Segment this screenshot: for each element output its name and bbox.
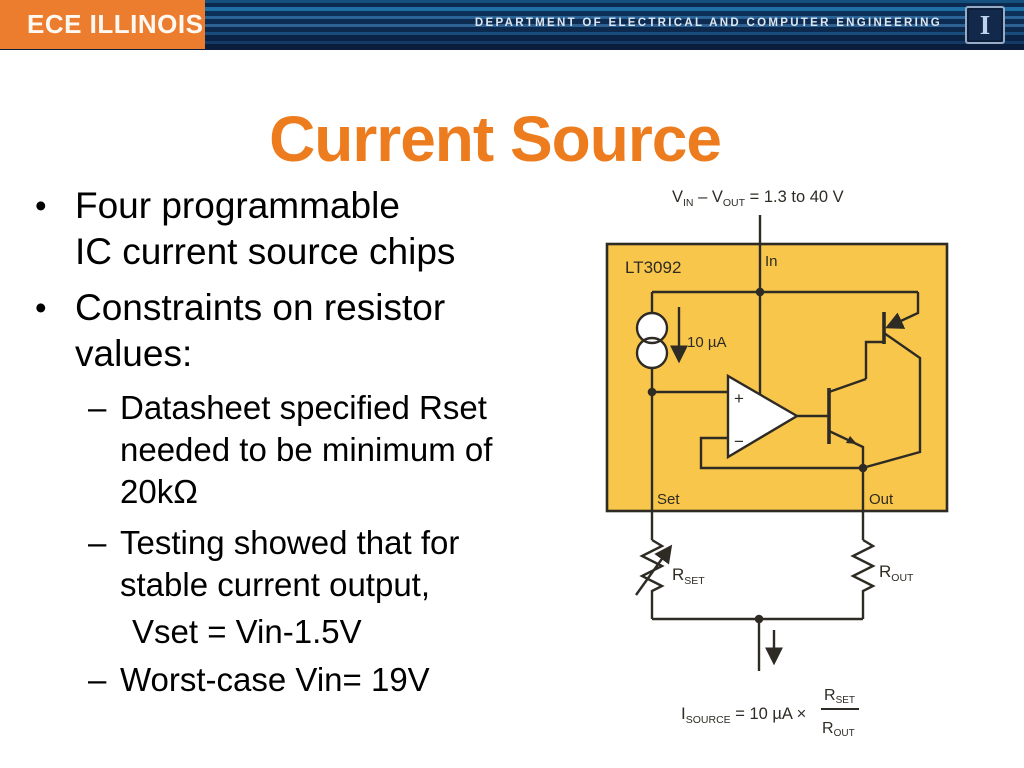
ece-illinois-logo-text: ECE ILLINOIS: [27, 9, 204, 39]
equation-line: Vset = Vin-1.5V: [132, 613, 362, 650]
set-pin-label: Set: [657, 491, 680, 508]
lower-transistor-emitter: [828, 429, 865, 468]
upper-transistor-emitter: [865, 332, 922, 469]
department-title: DEPARTMENT OF ELECTRICAL AND COMPUTER EN…: [474, 17, 942, 29]
ece-illinois-logo: ECE ILLINOIS: [0, 0, 205, 49]
rout-resistor: [850, 538, 876, 619]
bullet-marker: –: [88, 524, 107, 561]
circuit-diagram: VIN – VOUT = 1.3 to 40 V +: [605, 188, 949, 739]
output-transistor-pair: [827, 292, 922, 469]
interstage-wire: [864, 340, 883, 379]
opamp-symbol: + −: [726, 373, 800, 460]
junction-dots: [647, 287, 868, 624]
bullet-text: Worst-case Vin= 19V: [120, 661, 430, 698]
page-title: Current Source: [269, 103, 722, 175]
reference-current-label: 10 µA: [687, 334, 727, 351]
illinois-i-glyph: I: [979, 9, 991, 40]
rout-label: ROUT: [879, 562, 914, 584]
bullet-marker: –: [88, 661, 107, 698]
current-source-symbol: [635, 311, 669, 370]
sub-bullet-item: – Worst-case Vin= 19V: [35, 659, 555, 701]
bullet-marker: •: [35, 289, 47, 326]
variable-resistor-arrow: [635, 544, 673, 596]
lt3092-chip-body: [605, 242, 949, 513]
out-pin-label: Out: [869, 491, 894, 508]
rset-label: RSET: [672, 565, 705, 587]
emitter-arrowhead: [846, 436, 857, 444]
opamp-minus-sign: −: [734, 432, 744, 451]
illinois-i-logo: I: [965, 6, 1005, 44]
bullet-marker: •: [35, 187, 47, 224]
formula-numerator: RSET: [824, 687, 855, 706]
lower-transistor-collector: [828, 377, 867, 394]
in-pin-label: In: [765, 253, 778, 270]
rset-resistor: [635, 538, 673, 619]
formula-denominator: ROUT: [822, 720, 855, 739]
header-bar: ECE ILLINOIS DEPARTMENT OF ELECTRICAL AN…: [0, 0, 1024, 50]
feedback-wire: [699, 436, 863, 470]
bullet-marker: –: [88, 389, 107, 426]
formula-lhs: ISOURCE = 10 µA ×: [681, 704, 806, 726]
upper-transistor-collector: [885, 292, 920, 329]
chip-label: LT3092: [625, 258, 681, 277]
isource-formula: ISOURCE = 10 µA × RSET ROUT: [681, 687, 859, 739]
opamp-plus-sign: +: [734, 389, 744, 408]
vin-vout-label: VIN – VOUT = 1.3 to 40 V: [672, 188, 844, 209]
